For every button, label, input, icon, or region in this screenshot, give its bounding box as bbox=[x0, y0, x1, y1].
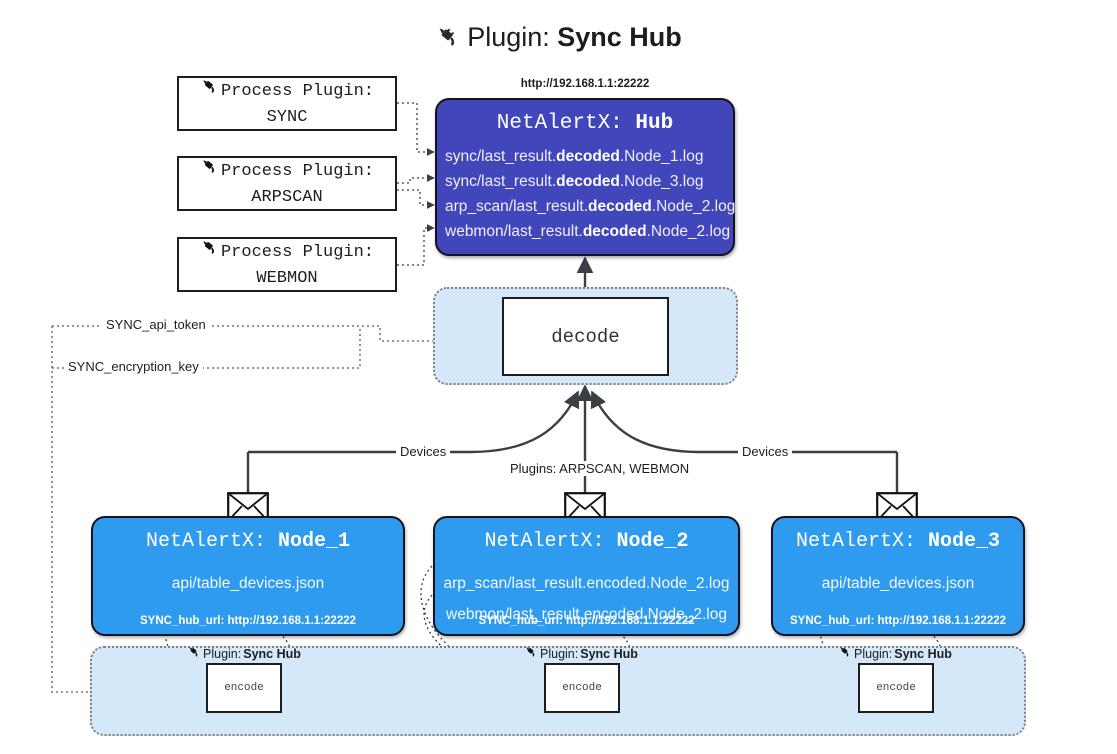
node-3[interactable]: NetAlertX: Node_3 api/table_devices.json… bbox=[771, 516, 1025, 636]
node-title: NetAlertX: Node_3 bbox=[795, 530, 1001, 553]
process-plugin-name: ARPSCAN bbox=[251, 188, 323, 207]
process-plugin-name: WEBMON bbox=[256, 269, 318, 288]
encoder-label-1: Plugin: Sync Hub bbox=[187, 645, 301, 662]
node-resource-list: api/table_devices.json bbox=[773, 568, 1023, 599]
encode-box-2[interactable]: encode bbox=[544, 663, 620, 713]
plug-icon bbox=[435, 18, 461, 64]
node-hub-url: SYNC_hub_url: http://192.168.1.1:22222 bbox=[139, 615, 357, 627]
process-plugin-webmon[interactable]: Process Plugin: WEBMON bbox=[177, 237, 397, 292]
plug-icon bbox=[200, 77, 219, 105]
hub-log-line: arp_scan/last_result.decoded.Node_2.log bbox=[445, 198, 736, 215]
node-resource: api/table_devices.json bbox=[171, 575, 325, 592]
edge-label-devices-right: Devices bbox=[738, 444, 793, 459]
node-hub-url: SYNC_hub_url: http://192.168.1.1:22222 bbox=[478, 615, 695, 627]
encode-label: encode bbox=[562, 682, 602, 694]
process-plugin-arpscan[interactable]: Process Plugin: ARPSCAN bbox=[177, 156, 397, 211]
node-resource-list: api/table_devices.json bbox=[93, 568, 403, 599]
process-plugin-sync[interactable]: Process Plugin: SYNC bbox=[177, 76, 397, 131]
hub-log-line: webmon/last_result.decoded.Node_2.log bbox=[445, 223, 731, 240]
hub-url-label: http://192.168.1.1:22222 bbox=[520, 78, 650, 90]
node-resource: api/table_devices.json bbox=[821, 575, 975, 592]
decode-label: decode bbox=[551, 325, 620, 348]
hub-title: NetAlertX: Hub bbox=[496, 112, 674, 135]
hub-node[interactable]: NetAlertX: Hub sync/last_result.decoded.… bbox=[435, 98, 735, 256]
decode-box[interactable]: decode bbox=[502, 297, 669, 376]
edge-label-devices-left: Devices bbox=[396, 444, 451, 459]
node-2[interactable]: NetAlertX: Node_2 arp_scan/last_result.e… bbox=[433, 516, 740, 636]
hub-log-list: sync/last_result.decoded.Node_1.log sync… bbox=[445, 144, 736, 244]
node-resource: arp_scan/last_result.encoded.Node_2.log bbox=[443, 575, 730, 592]
node-resource: webmon/last_result.encoded.Node_2.log bbox=[446, 606, 727, 623]
edge-label-plugins-center: Plugins: ARPSCAN, WEBMON bbox=[506, 461, 694, 476]
plug-icon bbox=[200, 238, 219, 266]
secret-label-api-token: SYNC_api_token bbox=[102, 317, 210, 332]
page-title: Plugin: Sync Hub bbox=[0, 14, 1117, 64]
hub-log-line: sync/last_result.decoded.Node_3.log bbox=[445, 173, 704, 190]
plug-icon bbox=[524, 645, 538, 662]
page-title-prefix: Plugin: bbox=[467, 22, 550, 52]
process-plugin-label: Process Plugin: bbox=[220, 161, 375, 181]
plug-icon bbox=[187, 645, 201, 662]
encoder-label-3: Plugin: Sync Hub bbox=[838, 645, 952, 662]
encode-box-3[interactable]: encode bbox=[858, 663, 934, 713]
node-resource-list: arp_scan/last_result.encoded.Node_2.log … bbox=[435, 568, 738, 630]
page-title-name: Sync Hub bbox=[557, 22, 682, 52]
hub-log-line: sync/last_result.decoded.Node_1.log bbox=[445, 148, 704, 165]
node-1[interactable]: NetAlertX: Node_1 api/table_devices.json… bbox=[91, 516, 405, 636]
secret-label-encryption-key: SYNC_encryption_key bbox=[64, 359, 203, 374]
encode-label: encode bbox=[224, 682, 264, 694]
node-hub-url: SYNC_hub_url: http://192.168.1.1:22222 bbox=[789, 615, 1007, 627]
encode-label: encode bbox=[876, 682, 916, 694]
plug-icon bbox=[200, 157, 219, 185]
plug-icon bbox=[838, 645, 852, 662]
process-plugin-label: Process Plugin: bbox=[220, 81, 375, 101]
process-plugin-label: Process Plugin: bbox=[220, 242, 375, 262]
node-title: NetAlertX: Node_1 bbox=[145, 530, 351, 553]
encoder-label-2: Plugin: Sync Hub bbox=[524, 645, 638, 662]
node-title: NetAlertX: Node_2 bbox=[484, 530, 689, 553]
process-plugin-name: SYNC bbox=[266, 108, 308, 127]
encode-box-1[interactable]: encode bbox=[206, 663, 282, 713]
